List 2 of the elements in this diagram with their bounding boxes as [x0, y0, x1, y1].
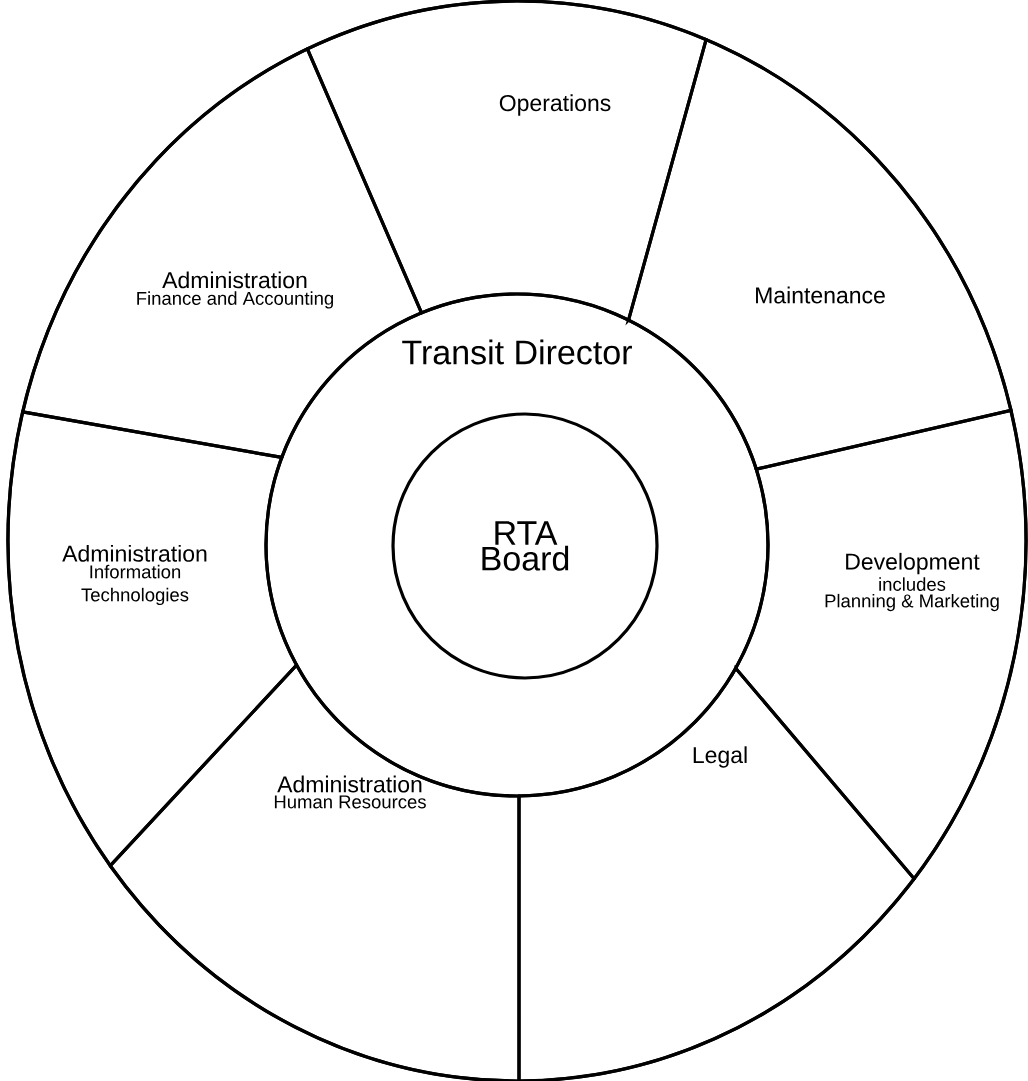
ring-segment: Administration Human Resources: [108, 663, 521, 1081]
ring-segment: Legal: [517, 666, 916, 1081]
